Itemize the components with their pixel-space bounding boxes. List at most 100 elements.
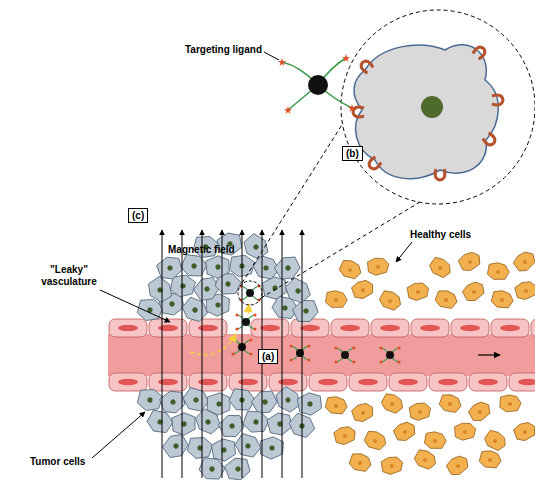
- receptors: [353, 45, 503, 180]
- magnetic-core: [308, 75, 328, 95]
- nanoparticle: [289, 344, 310, 361]
- ligand-arm: [282, 58, 352, 110]
- ligand-tip: [284, 106, 292, 114]
- tumor-cell: [242, 408, 271, 435]
- panel-label: (a): [262, 350, 274, 363]
- endothelial-cell: [509, 373, 535, 391]
- healthy-cell: [434, 288, 460, 311]
- field-line: [222, 230, 223, 478]
- endothelial-cell: [531, 319, 535, 337]
- receptor: [482, 132, 497, 147]
- vessel-wall-top: [109, 319, 535, 337]
- ligand-tip: [348, 104, 356, 112]
- nanoparticle: [379, 346, 400, 363]
- healthy-cell: [454, 422, 476, 441]
- flow-arrow: [478, 354, 500, 355]
- annotation-label: Targeting ligand: [160, 44, 262, 56]
- tumor-cell: [259, 436, 285, 460]
- endothelial-cell: [469, 373, 507, 391]
- tumor-cell: [222, 454, 253, 480]
- healthy-cell: [438, 392, 464, 415]
- healthy-cell: [367, 257, 389, 276]
- extravasation-path: [190, 334, 236, 355]
- leader-line: [264, 52, 279, 60]
- extravasation-path: [248, 304, 249, 314]
- leader-line: [396, 242, 412, 262]
- healthy-cell: [338, 258, 364, 282]
- receptor: [435, 169, 445, 180]
- panel-label: (c): [132, 209, 144, 222]
- tumor-cell: [170, 411, 197, 437]
- annotation-label: Magnetic field: [168, 244, 268, 256]
- healthy-cell: [324, 395, 349, 417]
- healthy-cell: [499, 394, 521, 413]
- endothelial-cell: [429, 373, 467, 391]
- tumor-cell: [154, 253, 185, 283]
- healthy-cells: [324, 248, 535, 478]
- endothelial-cell: [109, 319, 147, 337]
- endothelial-cell: [451, 319, 489, 337]
- endothelial-cell: [189, 373, 227, 391]
- tumor-cell: [197, 455, 227, 480]
- healthy-cell: [514, 279, 535, 301]
- ligand-tip: [278, 58, 286, 66]
- endothelial-cell: [371, 319, 409, 337]
- zoom-line: [261, 202, 420, 298]
- field-line: [182, 230, 183, 478]
- receptor: [472, 45, 487, 60]
- healthy-cell: [467, 399, 494, 424]
- receptor: [353, 107, 364, 117]
- tumor-cell: [272, 252, 304, 284]
- field-line: [162, 230, 163, 478]
- healthy-cell: [412, 447, 439, 472]
- healthy-cell: [427, 255, 454, 281]
- leader-line: [92, 412, 145, 458]
- annotation-label: "Leaky" vasculature: [34, 264, 104, 288]
- tumor-cell: [192, 406, 225, 438]
- healthy-cell: [445, 453, 472, 478]
- healthy-cell: [363, 429, 389, 453]
- zoom-line: [242, 120, 345, 283]
- panel-label-box: (b): [342, 146, 363, 161]
- magnetic-field-lines: [162, 230, 302, 478]
- endothelial-cell: [331, 319, 369, 337]
- nanoparticle: [239, 284, 260, 301]
- endothelial-cell: [109, 373, 147, 391]
- healthy-cell: [482, 428, 509, 454]
- tumor-cluster-bottom: [136, 384, 324, 480]
- endothelial-cell: [229, 373, 267, 391]
- healthy-cell: [424, 430, 448, 450]
- healthy-cell: [512, 248, 535, 274]
- annotation-label: Healthy cells: [410, 229, 500, 241]
- endothelial-cell: [309, 373, 347, 391]
- endothelial-cell: [349, 373, 387, 391]
- tumor-cell: [144, 407, 175, 437]
- ligand-tip: [342, 54, 350, 62]
- endothelial-cell: [491, 319, 529, 337]
- panel-label-box: (a): [258, 349, 278, 364]
- healthy-cell: [325, 289, 349, 309]
- panel-label-box: (c): [128, 208, 148, 223]
- nanoparticles: [231, 284, 400, 363]
- healthy-cell: [409, 401, 433, 421]
- healthy-cell: [379, 391, 406, 416]
- target-cell: [354, 45, 498, 179]
- leader-line: [100, 290, 170, 322]
- healthy-cell: [461, 279, 488, 304]
- cell-nucleus: [421, 96, 443, 118]
- field-line: [202, 230, 203, 478]
- tumor-cell: [232, 430, 264, 461]
- endothelial-cell: [189, 319, 227, 337]
- healthy-cell: [381, 455, 405, 475]
- healthy-cell: [490, 289, 515, 311]
- tumor-cell: [282, 275, 315, 307]
- healthy-cell: [351, 401, 377, 424]
- endothelial-cell: [411, 319, 449, 337]
- zoom-source-circle: [238, 281, 262, 305]
- panel-label: (b): [346, 147, 359, 160]
- healthy-cell: [348, 451, 374, 474]
- tumor-cell: [186, 435, 213, 461]
- vessel-wall-bottom: [109, 373, 535, 391]
- vessel-lumen: [108, 334, 535, 376]
